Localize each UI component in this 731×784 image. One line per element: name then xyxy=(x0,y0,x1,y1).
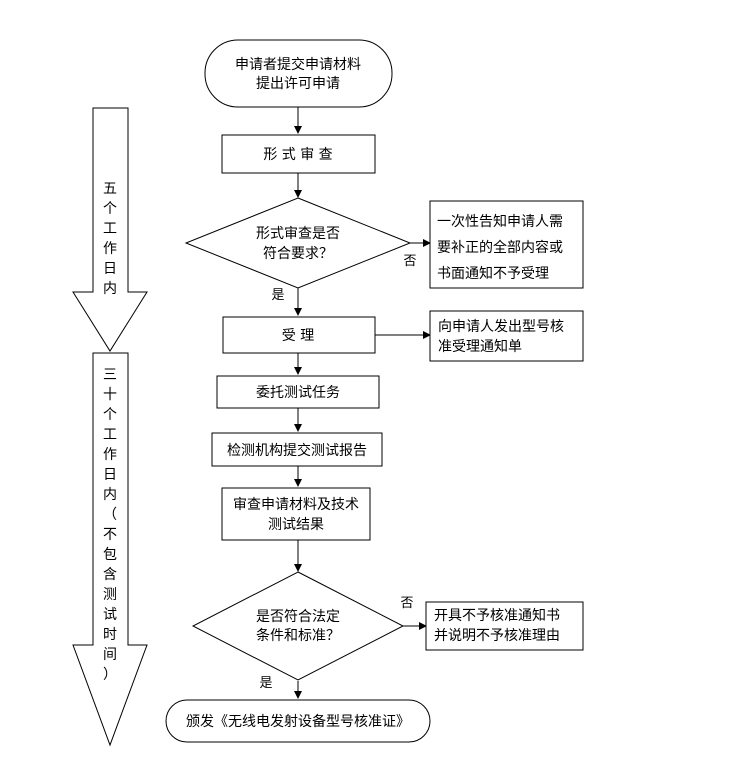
timeline-char: 十 xyxy=(103,387,117,403)
timeline-char: 工 xyxy=(103,221,117,237)
refuse-notice-node: 开具不予核准通知书 并说明不予核准理由 xyxy=(425,601,584,651)
timeline-char: 工 xyxy=(103,427,117,443)
accept-label: 受 理 xyxy=(282,328,314,344)
timeline-char: 不 xyxy=(103,527,117,543)
start-node-line2: 提出许可申请 xyxy=(256,76,340,92)
entrust-test-label: 委托测试任务 xyxy=(256,385,340,401)
refuse-notice-line2: 并说明不予核准理由 xyxy=(434,628,560,644)
label-yes-1: 是 xyxy=(271,288,284,303)
test-report-label: 检测机构提交测试报告 xyxy=(227,442,367,459)
formal-review-label: 形 式 审 查 xyxy=(263,147,332,163)
timeline-char: 内 xyxy=(103,487,117,503)
refuse-notice-line1: 开具不予核准通知书 xyxy=(434,607,560,624)
formal-decision-line1: 形式审查是否 xyxy=(256,226,340,242)
legal-decision-line1: 是否符合法定 xyxy=(256,609,340,625)
accept-notice-line1: 向申请人发出型号核 xyxy=(438,319,564,335)
timeline-char: 个 xyxy=(103,201,117,217)
formal-decision-node: 形式审查是否 符合要求？ xyxy=(184,197,412,289)
review-results-line2: 测试结果 xyxy=(268,517,324,533)
formal-decision-line2: 符合要求？ xyxy=(263,246,333,262)
issue-certificate-label: 颁发《无线电发射设备型号核准证》 xyxy=(186,713,410,730)
timeline-char: （ xyxy=(103,507,117,523)
entrust-test-node: 委托测试任务 xyxy=(216,375,380,409)
timeline-char: ） xyxy=(103,667,117,683)
issue-certificate-node: 颁发《无线电发射设备型号核准证》 xyxy=(165,699,431,743)
timeline-char: 包 xyxy=(103,547,117,563)
label-no-2: 否 xyxy=(400,596,413,611)
timeline-char: 作 xyxy=(103,447,117,463)
timeline-char: 间 xyxy=(103,647,117,663)
test-report-node: 检测机构提交测试报告 xyxy=(211,432,383,467)
accept-notice-line2: 准受理通知单 xyxy=(438,338,522,355)
label-yes-2: 是 xyxy=(259,676,272,691)
accept-notice-node: 向申请人发出型号核 准受理通知单 xyxy=(429,310,584,362)
start-node-line1: 申请者提交申请材料 xyxy=(235,56,361,73)
timeline-char: 日 xyxy=(103,261,117,277)
timeline-char: 含 xyxy=(103,567,117,583)
label-no-1: 否 xyxy=(403,254,416,269)
reject-notice-line1: 一次性告知申请人需 xyxy=(437,213,563,230)
timeline-char: 时 xyxy=(103,627,117,643)
timeline-char: 测 xyxy=(103,587,117,603)
timeline-char: 三 xyxy=(103,367,117,383)
timeline-char: 日 xyxy=(103,467,117,483)
review-results-line1: 审查申请材料及技术 xyxy=(233,497,359,513)
timeline-char: 作 xyxy=(103,241,117,257)
reject-notice-line2: 要补正的全部内容或 xyxy=(437,239,563,256)
timeline-char: 个 xyxy=(103,407,117,423)
timeline-char: 试 xyxy=(103,607,117,623)
legal-decision-node: 是否符合法定 条件和标准？ xyxy=(191,571,405,681)
review-results-node: 审查申请材料及技术 测试结果 xyxy=(221,487,371,541)
start-node: 申请者提交申请材料 提出许可申请 xyxy=(204,39,393,108)
legal-decision-line2: 条件和标准？ xyxy=(256,627,340,644)
accept-node: 受 理 xyxy=(222,316,376,354)
formal-review-node: 形 式 审 查 xyxy=(221,134,376,174)
connectors xyxy=(294,107,431,699)
timeline-char: 内 xyxy=(103,281,117,297)
reject-notice-line3: 书面通知不予受理 xyxy=(437,265,549,282)
reject-notice-node: 一次性告知申请人需 要补正的全部内容或 书面通知不予受理 xyxy=(429,200,584,289)
timeline-char: 五 xyxy=(103,181,117,197)
